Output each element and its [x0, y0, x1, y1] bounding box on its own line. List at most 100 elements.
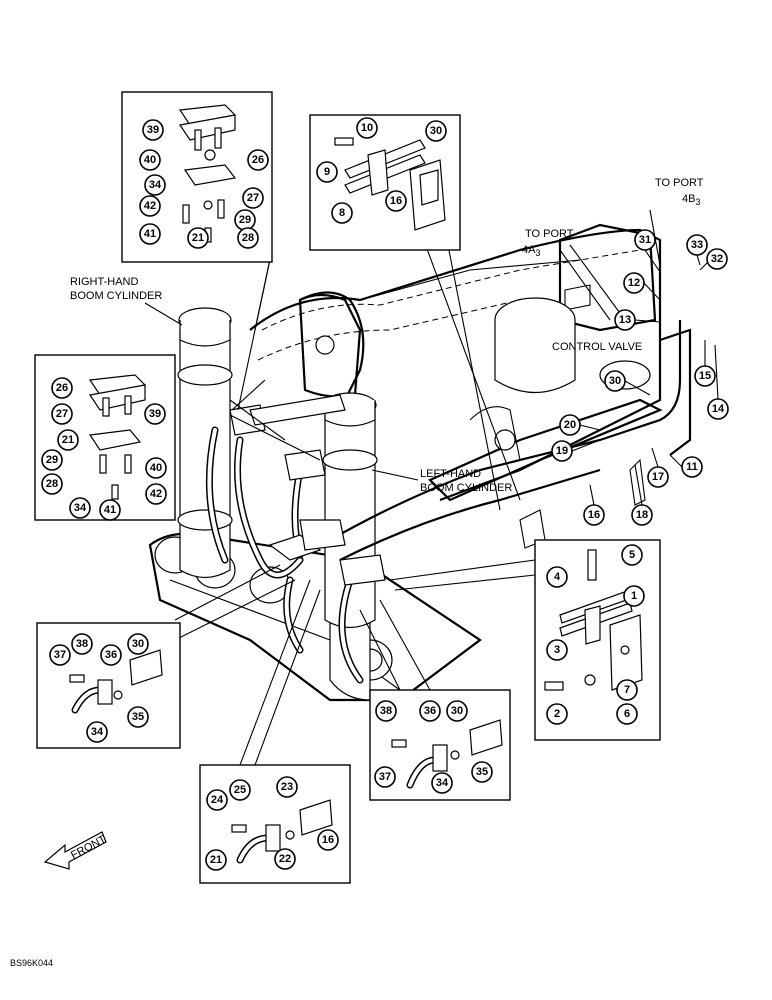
svg-text:42: 42: [150, 488, 162, 500]
callout-38-d: 38: [71, 633, 93, 655]
callout-34-c: 34: [69, 497, 91, 519]
callout-29-a: 29: [234, 209, 256, 231]
callout-34-f: 34: [431, 772, 453, 794]
callout-14: 14: [707, 398, 729, 420]
callout-16-e: 16: [317, 829, 339, 851]
callout-39-a: 39: [142, 119, 164, 141]
svg-text:30: 30: [132, 638, 144, 650]
svg-text:14: 14: [712, 403, 725, 415]
svg-text:29: 29: [239, 214, 251, 226]
callout-leaders: [571, 249, 719, 506]
svg-text:20: 20: [564, 419, 576, 431]
callout-30-b: 30: [425, 120, 447, 142]
callout-37-f: 37: [374, 766, 396, 788]
svg-text:35: 35: [132, 711, 144, 723]
svg-text:35: 35: [476, 766, 488, 778]
svg-text:26: 26: [252, 154, 264, 166]
svg-text:36: 36: [105, 649, 117, 661]
svg-text:28: 28: [242, 232, 254, 244]
svg-text:12: 12: [628, 277, 640, 289]
svg-text:37: 37: [54, 649, 66, 661]
svg-text:3: 3: [554, 644, 560, 656]
callout-19: 19: [551, 440, 573, 462]
left-hand-boom-label-line2: BOOM CYLINDER: [420, 482, 512, 494]
svg-text:30: 30: [451, 705, 463, 717]
svg-text:41: 41: [144, 228, 156, 240]
callout-35-d: 35: [127, 706, 149, 728]
svg-text:18: 18: [636, 509, 648, 521]
callout-1: 1: [623, 585, 645, 607]
svg-text:29: 29: [46, 454, 58, 466]
callout-21-c: 21: [57, 429, 79, 451]
drawing-code: BS96K044: [10, 958, 53, 968]
svg-text:11: 11: [686, 461, 698, 473]
callout-32: 32: [706, 248, 728, 270]
svg-text:6: 6: [624, 708, 630, 720]
svg-text:30: 30: [430, 125, 442, 137]
callout-37-d: 37: [49, 644, 71, 666]
callout-6: 6: [616, 703, 638, 725]
callout-3: 3: [546, 639, 568, 661]
svg-text:42: 42: [144, 200, 156, 212]
callout-33: 33: [686, 234, 708, 256]
callout-4: 4: [546, 566, 568, 588]
svg-text:27: 27: [56, 408, 68, 420]
hydraulic-hoses: [205, 320, 692, 684]
svg-text:1: 1: [631, 590, 637, 602]
callout-11: 11: [681, 456, 703, 478]
callout-26-c: 26: [51, 377, 73, 399]
callout-21-a: 21: [187, 227, 209, 249]
callout-40-a: 40: [139, 149, 161, 171]
callout-39-c: 39: [144, 403, 166, 425]
svg-text:21: 21: [192, 232, 204, 244]
svg-text:5: 5: [629, 549, 635, 561]
front-label: FRONT: [69, 833, 108, 862]
left-hand-boom-cylinder: [322, 392, 378, 629]
svg-text:41: 41: [104, 504, 116, 516]
callout-17: 17: [647, 466, 669, 488]
callout-24: 24: [206, 789, 228, 811]
callout-bubbles: 39 40 26 34 27 42 29 41 21 28 10 30 9 16…: [41, 117, 729, 871]
svg-text:27: 27: [247, 192, 259, 204]
callout-22: 22: [274, 848, 296, 870]
callout-15: 15: [694, 365, 716, 387]
callout-25: 25: [229, 779, 251, 801]
svg-text:34: 34: [149, 179, 162, 191]
svg-text:36: 36: [424, 705, 436, 717]
svg-text:13: 13: [619, 314, 631, 326]
svg-text:40: 40: [144, 154, 156, 166]
callout-27-a: 27: [242, 187, 264, 209]
svg-text:22: 22: [279, 853, 291, 865]
svg-text:26: 26: [56, 382, 68, 394]
callout-2: 2: [546, 703, 568, 725]
svg-text:16: 16: [390, 195, 402, 207]
callout-13: 13: [614, 309, 636, 331]
callout-5: 5: [621, 544, 643, 566]
port-4a3-label-line2: 4A3: [522, 244, 540, 258]
valve-blocks: [229, 394, 386, 586]
svg-text:30: 30: [609, 375, 621, 387]
leader-lines: [174, 209, 661, 766]
svg-text:15: 15: [699, 370, 711, 382]
callout-30-f: 30: [446, 700, 468, 722]
callout-41-a: 41: [139, 223, 161, 245]
right-hand-boom-cylinder: [177, 307, 233, 579]
svg-text:37: 37: [379, 771, 391, 783]
callout-21-e: 21: [205, 849, 227, 871]
right-hand-boom-label-line1: RIGHT-HAND: [70, 276, 139, 288]
callout-42-c: 42: [145, 483, 167, 505]
left-hand-boom-label-line1: LEFT-HAND: [420, 468, 481, 480]
detail-panel-bottom-left: [36, 622, 181, 749]
callout-40-c: 40: [145, 457, 167, 479]
svg-text:21: 21: [210, 854, 222, 866]
svg-text:40: 40: [150, 462, 162, 474]
callout-36-f: 36: [419, 700, 441, 722]
port-4a3-label-line1: TO PORT: [525, 228, 574, 240]
svg-text:39: 39: [149, 408, 161, 420]
callout-31: 31: [634, 229, 656, 251]
svg-text:7: 7: [624, 684, 630, 696]
callout-16-main: 16: [583, 504, 605, 526]
svg-text:34: 34: [91, 726, 104, 738]
callout-23: 23: [276, 776, 298, 798]
callout-16-b: 16: [385, 190, 407, 212]
